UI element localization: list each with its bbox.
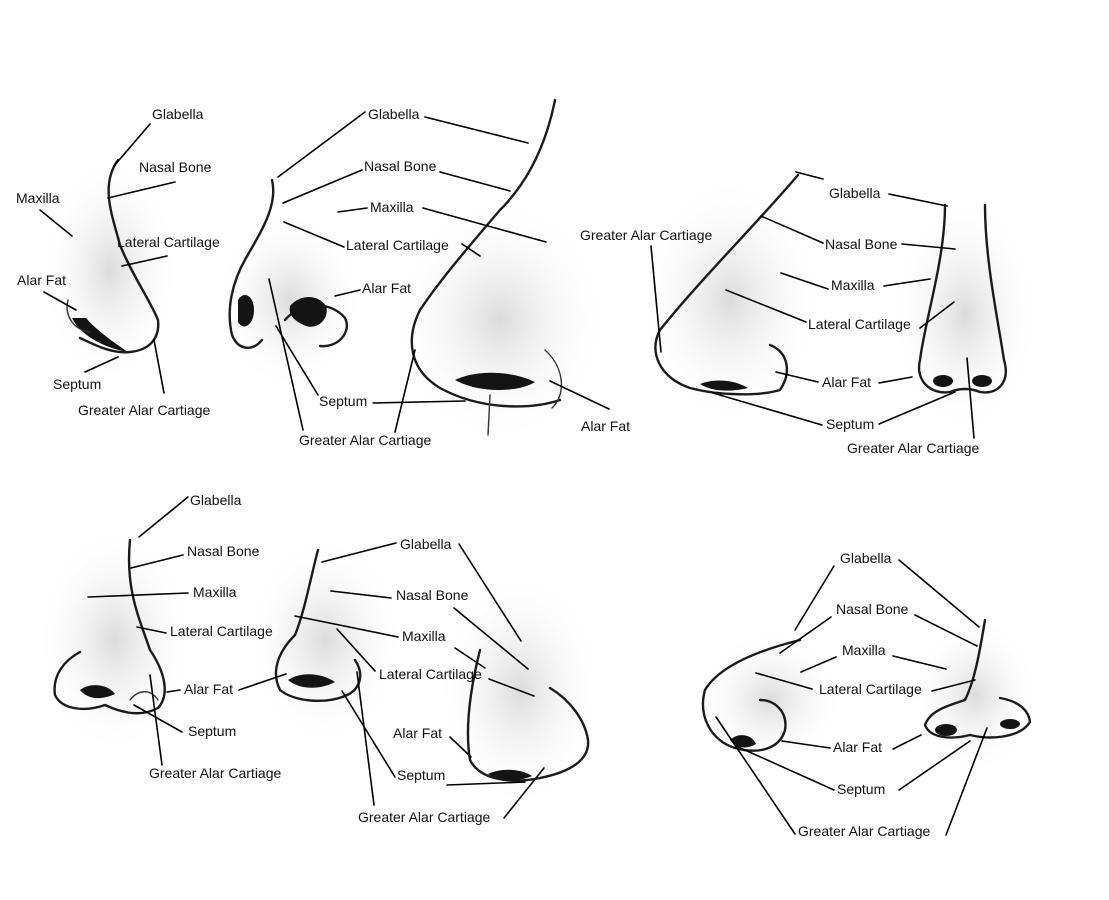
label-greater-alar-cartilage: Greater Alar Cartiage (847, 440, 980, 456)
nose-drawing-5 (35, 525, 195, 755)
label-maxilla: Maxilla (16, 190, 60, 206)
label-maxilla: Maxilla (842, 642, 886, 658)
label-greater-alar-cartilage: Greater Alar Cartiage (580, 227, 713, 243)
label-septum: Septum (319, 393, 368, 409)
label-glabella: Glabella (840, 550, 892, 566)
label-alar-fat: Alar Fat (833, 739, 883, 755)
label-alar-fat: Alar Fat (581, 418, 631, 434)
label-nasal-bone: Nasal Bone (836, 601, 909, 617)
label-nasal-bone: Nasal Bone (364, 158, 437, 174)
label-greater-alar-cartilage: Greater Alar Cartiage (299, 432, 432, 448)
label-nasal-bone: Nasal Bone (396, 587, 469, 603)
label-nasal-bone: Nasal Bone (825, 236, 898, 252)
label-septum: Septum (188, 723, 237, 739)
label-lateral-cartilage: Lateral Cartilage (379, 666, 482, 682)
label-lateral-cartilage: Lateral Cartilage (346, 237, 449, 253)
label-glabella: Glabella (152, 106, 204, 122)
label-greater-alar-cartilage: Greater Alar Cartiage (358, 809, 491, 825)
label-greater-alar-cartilage: Greater Alar Cartiage (149, 765, 282, 781)
label-glabella: Glabella (400, 536, 452, 552)
nose-drawing-1 (40, 155, 180, 385)
label-nasal-bone: Nasal Bone (187, 543, 260, 559)
label-septum: Septum (826, 416, 875, 432)
label-alar-fat: Alar Fat (393, 725, 443, 741)
label-glabella: Glabella (368, 106, 420, 122)
label-maxilla: Maxilla (402, 628, 446, 644)
label-lateral-cartilage: Lateral Cartilage (819, 681, 922, 697)
label-alar-fat: Alar Fat (17, 272, 67, 288)
leader-lines (39, 111, 988, 836)
label-lateral-cartilage: Lateral Cartilage (117, 234, 220, 250)
label-nasal-bone: Nasal Bone (139, 159, 212, 175)
label-greater-alar-cartilage: Greater Alar Cartiage (798, 823, 931, 839)
label-glabella: Glabella (190, 492, 242, 508)
nose-drawing-7 (695, 615, 1040, 775)
label-maxilla: Maxilla (193, 584, 237, 600)
label-alar-fat: Alar Fat (184, 681, 234, 697)
label-greater-alar-cartilage: Greater Alar Cartiage (78, 402, 211, 418)
label-septum: Septum (53, 376, 102, 392)
label-alar-fat: Alar Fat (822, 374, 872, 390)
label-lateral-cartilage: Lateral Cartilage (170, 623, 273, 639)
label-septum: Septum (397, 767, 446, 783)
label-maxilla: Maxilla (831, 277, 875, 293)
nose-drawing-4 (635, 173, 1040, 435)
label-septum: Septum (837, 781, 886, 797)
label-alar-fat: Alar Fat (362, 280, 412, 296)
label-maxilla: Maxilla (370, 199, 414, 215)
label-lateral-cartilage: Lateral Cartilage (808, 316, 911, 332)
nose-drawing-2 (215, 178, 365, 390)
label-glabella: Glabella (829, 185, 881, 201)
